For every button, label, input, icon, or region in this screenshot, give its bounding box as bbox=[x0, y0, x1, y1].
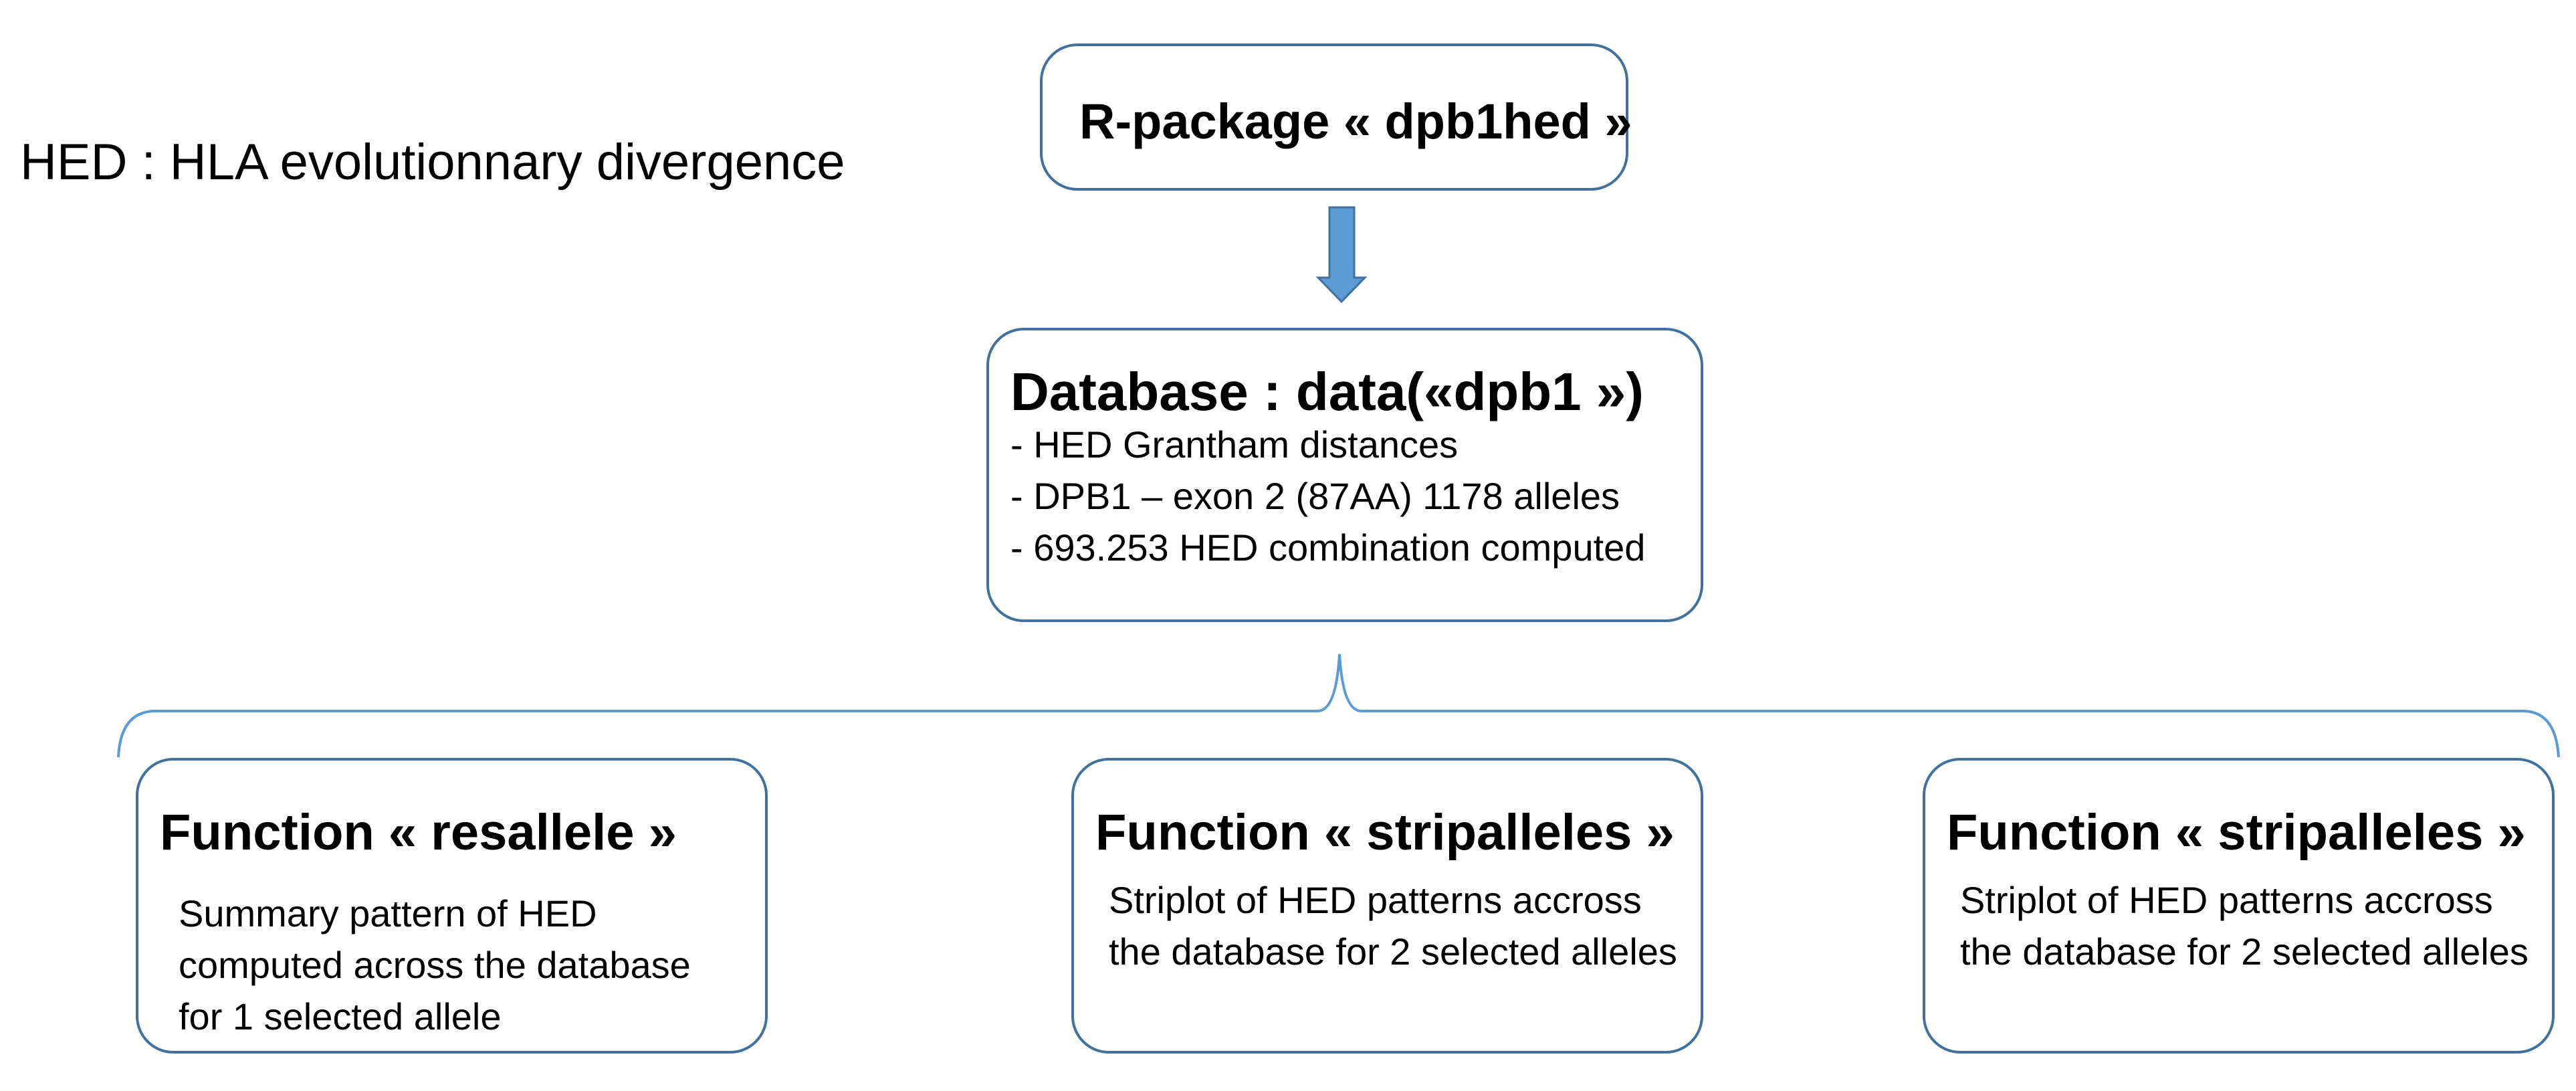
down-arrow-icon bbox=[1315, 206, 1368, 304]
function-title: Function « stripalleles » bbox=[1095, 804, 1675, 861]
database-items-list: - HED Grantham distances - DPB1 – exon 2… bbox=[1010, 419, 1645, 573]
diagram-subtitle: HED : HLA evolutionnary divergence bbox=[20, 134, 845, 191]
database-item: - HED Grantham distances bbox=[1010, 423, 1459, 466]
function-box-stripalleles-1: Function « stripalleles » Striplot of HE… bbox=[1071, 758, 1703, 1054]
function-box-resallele: Function « resallele » Summary pattern o… bbox=[136, 758, 768, 1054]
database-item: - DPB1 – exon 2 (87AA) 1178 alleles bbox=[1010, 475, 1620, 517]
function-description: Summary pattern of HED computed across t… bbox=[179, 892, 691, 1037]
database-box: Database : data(«dpb1 ») - HED Grantham … bbox=[986, 328, 1703, 622]
function-description: Striplot of HED patterns accross the dat… bbox=[1109, 879, 1677, 973]
package-box: R-package « dpb1hed » bbox=[1040, 43, 1632, 191]
database-title: Database : data(«dpb1 ») bbox=[1010, 362, 1644, 421]
function-title: Function « stripalleles » bbox=[1947, 804, 2526, 861]
function-description: Striplot of HED patterns accross the dat… bbox=[1960, 879, 2529, 973]
brace-connector bbox=[117, 654, 2560, 758]
package-title: R-package « dpb1hed » bbox=[1079, 94, 1632, 149]
function-box-stripalleles-2: Function « stripalleles » Striplot of HE… bbox=[1923, 758, 2555, 1054]
database-item: - 693.253 HED combination computed bbox=[1010, 526, 1646, 569]
function-title: Function « resallele » bbox=[160, 804, 677, 861]
